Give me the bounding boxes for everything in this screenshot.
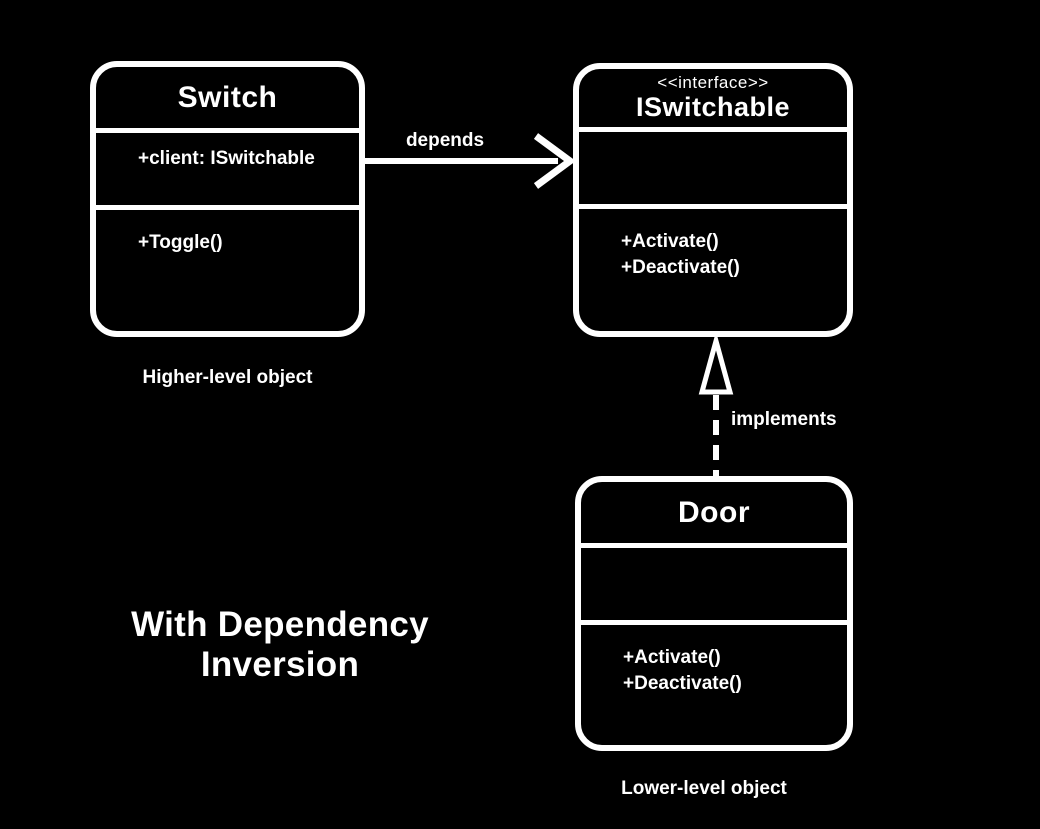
realization-arrow (698, 331, 734, 477)
door-method-activate: +Activate() (623, 647, 721, 668)
iswitchable-attributes-section (579, 132, 847, 209)
class-box-iswitchable: <<interface>> ISwitchable +Activate() +D… (573, 63, 853, 337)
diagram-heading: With Dependency Inversion (90, 605, 470, 685)
interface-stereotype-label: <<interface>> (657, 72, 769, 92)
iswitchable-method-activate: +Activate() (621, 231, 719, 252)
door-class-name: Door (678, 495, 750, 529)
depends-label: depends (405, 130, 485, 151)
class-box-switch: Switch +client: ISwitchable +Toggle() (90, 61, 365, 337)
switch-attribute-client: +client: ISwitchable (138, 148, 315, 169)
switch-title-section: Switch (96, 67, 359, 133)
iswitchable-method-deactivate: +Deactivate() (621, 257, 740, 278)
dependency-arrow (365, 133, 576, 189)
implements-label: implements (731, 409, 837, 430)
iswitchable-methods-section: +Activate() +Deactivate() (579, 209, 847, 331)
caption-lower-level-object: Lower-level object (621, 778, 787, 799)
class-box-door: Door +Activate() +Deactivate() (575, 476, 853, 751)
iswitchable-title-section: <<interface>> ISwitchable (579, 69, 847, 132)
caption-higher-level-object: Higher-level object (142, 367, 313, 388)
switch-class-name: Switch (177, 80, 278, 114)
door-title-section: Door (581, 482, 847, 548)
iswitchable-interface-name: ISwitchable (635, 92, 791, 123)
diagram-heading-line2: Inversion (200, 645, 360, 684)
door-methods-section: +Activate() +Deactivate() (581, 625, 847, 745)
door-attributes-section (581, 548, 847, 625)
switch-methods-section: +Toggle() (96, 210, 359, 331)
switch-attributes-section: +client: ISwitchable (96, 133, 359, 210)
door-method-deactivate: +Deactivate() (623, 673, 742, 694)
switch-method-toggle: +Toggle() (138, 232, 223, 253)
diagram-heading-line1: With Dependency (131, 605, 429, 644)
